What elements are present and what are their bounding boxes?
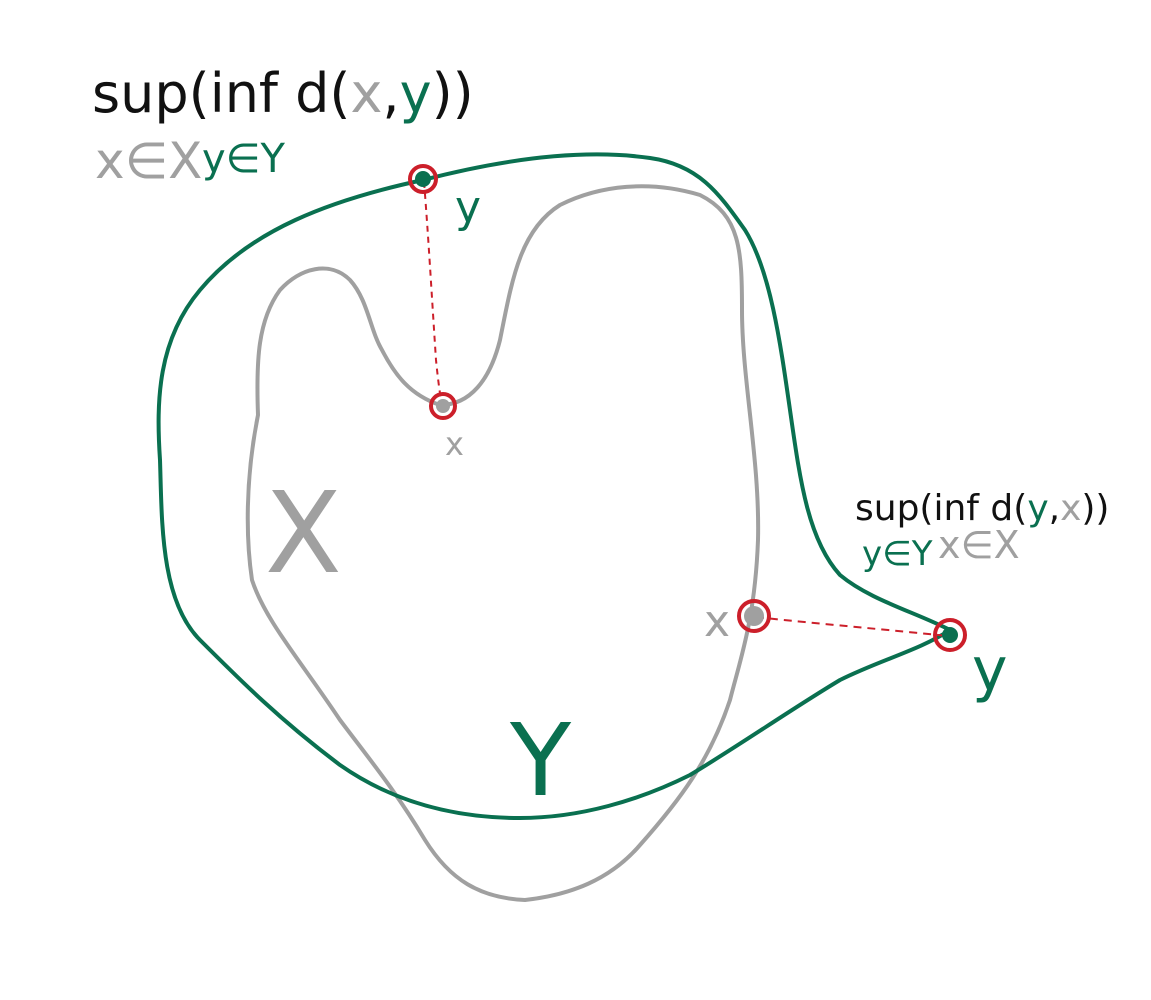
point-y-top bbox=[408, 164, 438, 194]
formula-right-suffix: )) bbox=[1081, 488, 1109, 529]
formula-right-prefix: sup(inf d( bbox=[855, 488, 1027, 529]
formula-right-sub-x: x∈X bbox=[938, 523, 1020, 567]
formula-top: sup(inf d(x,y)) bbox=[92, 62, 474, 125]
label-point-y-right: y bbox=[972, 635, 1008, 705]
formula-top-suffix: )) bbox=[432, 62, 474, 125]
label-point-x-mid: x bbox=[445, 425, 464, 463]
set-x-outline bbox=[245, 184, 761, 902]
formula-top-var-x: x bbox=[350, 62, 382, 125]
label-set-y: Y bbox=[509, 702, 572, 819]
label-point-y-top: y bbox=[455, 182, 481, 233]
formula-right-sub-y: y∈Y bbox=[862, 534, 933, 574]
label-set-x: X bbox=[265, 469, 342, 599]
point-x-right bbox=[737, 599, 771, 633]
point-y-right bbox=[933, 618, 967, 652]
formula-right-var-y: y bbox=[1027, 488, 1048, 529]
point-x-mid bbox=[429, 392, 457, 420]
formula-top-var-y: y bbox=[400, 62, 432, 125]
formula-top-sub-x: x∈X bbox=[95, 132, 202, 190]
formula-right-var-x: x bbox=[1060, 488, 1081, 529]
formula-top-sub-y: y∈Y bbox=[202, 136, 286, 182]
formula-right: sup(inf d(y,x)) bbox=[855, 488, 1109, 529]
distance-line-top bbox=[423, 181, 443, 406]
formula-right-comma: , bbox=[1049, 488, 1060, 529]
set-y-outline bbox=[156, 152, 952, 820]
distance-line-right bbox=[755, 616, 949, 637]
formula-top-prefix: sup(inf d( bbox=[92, 62, 350, 125]
formula-top-comma: , bbox=[382, 62, 399, 125]
label-point-x-right: x bbox=[704, 596, 730, 647]
